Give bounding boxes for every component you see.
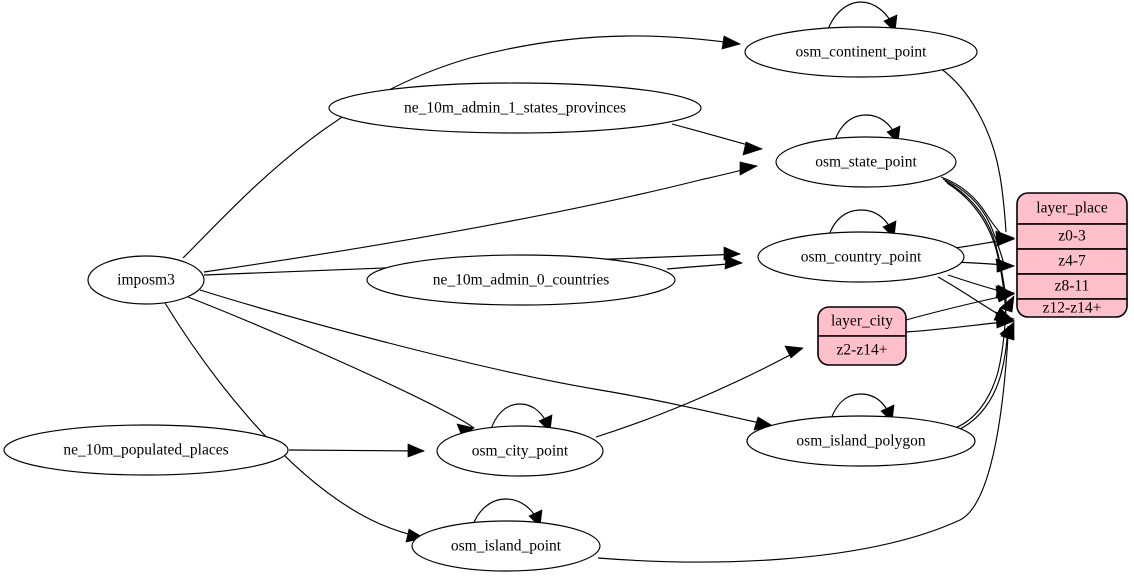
- node-imposm3[interactable]: imposm3: [87, 255, 205, 305]
- node-shape-osm_state_point[interactable]: [775, 136, 957, 188]
- edge-layer_city-to-layer_place_z8_11: [905, 295, 1005, 321]
- arrowhead-ne_states-osm_state_point: [742, 141, 763, 156]
- edge-osm_island_polygon-to-layer_place_z12_z14: [957, 325, 1009, 431]
- record-label-layer_place-z8_11: z8-11: [1055, 278, 1090, 295]
- node-shape-ne_10m_populated_places[interactable]: [3, 424, 289, 476]
- arrowhead-osm_island_point-z12_z14: [1000, 323, 1015, 341]
- edge-osm_island_point-to-layer_place_z12_z14: [597, 335, 1009, 563]
- edge-imposm3-to-osm_city_point: [187, 296, 475, 429]
- node-osm_island_point[interactable]: osm_island_point: [411, 520, 601, 572]
- edge-osm_city_point-to-layer_city_z2_z14: [595, 354, 791, 438]
- record-row-layer_city-z2_z14[interactable]: [817, 335, 907, 366]
- node-osm_state_point[interactable]: osm_state_point: [775, 136, 957, 188]
- node-shape-ne_10m_admin_0_countries[interactable]: [366, 254, 676, 306]
- record-label-layer_place-z12_z14: z12-z14+: [1043, 300, 1102, 317]
- node-shape-osm_island_point[interactable]: [411, 520, 601, 572]
- selfloop-osm_continent_point: [826, 1, 896, 33]
- node-layer_city[interactable]: layer_city z2-z14+: [817, 306, 907, 366]
- record-label-layer_city-header: layer_city: [831, 313, 893, 330]
- arrowhead-osm_island_polygon-z8_11: [999, 295, 1015, 313]
- node-label-ne_10m_admin_1_states_provinces: ne_10m_admin_1_states_provinces: [404, 100, 626, 117]
- arrowhead-ne_countries-osm_country_point: [724, 255, 743, 270]
- node-layer: osm_continent_point ne_10m_admin_1_state…: [3, 26, 1128, 572]
- node-osm_city_point[interactable]: osm_city_point: [436, 425, 604, 477]
- edge-imposm3-to-osm_island_polygon: [199, 289, 774, 427]
- edge-osm_state_point-to-layer_place_z4_7: [942, 178, 1005, 265]
- node-label-osm_city_point: osm_city_point: [472, 443, 569, 460]
- node-ne_10m_populated_places[interactable]: ne_10m_populated_places: [3, 424, 289, 476]
- selfloop-osm_country_point: [827, 209, 895, 239]
- node-osm_island_polygon[interactable]: osm_island_polygon: [746, 415, 976, 467]
- arrowhead-osm_city_point-layer_city: [784, 345, 804, 359]
- selfloop-osm_island_polygon: [829, 393, 893, 423]
- selfloop-osm_city_point: [489, 403, 551, 433]
- edge-osm_island_polygon-to-layer_place_z8_11: [954, 297, 1007, 429]
- edge-osm_state_point-to-layer_place_z8_11: [944, 180, 1006, 292]
- node-label-ne_10m_populated_places: ne_10m_populated_places: [63, 442, 228, 459]
- edge-layer_city-to-layer_place_z12_z14: [905, 321, 1005, 333]
- node-label-osm_island_point: osm_island_point: [451, 538, 562, 555]
- record-label-layer_place-z4_7: z4-7: [1058, 253, 1086, 270]
- edge-osm_country_point-to-layer_place_z8_11: [947, 274, 1005, 293]
- edge-osm_country_point-to-layer_place_z12_z14: [937, 276, 999, 315]
- record-label-layer_city-z2_z14: z2-z14+: [837, 342, 888, 359]
- node-label-osm_continent_point: osm_continent_point: [796, 44, 928, 61]
- edge-osm_continent_point-to-layer_place_z0_3: [939, 67, 1007, 233]
- node-shape-osm_city_point[interactable]: [436, 425, 604, 477]
- record-row-layer_place-z8_11[interactable]: [1016, 273, 1128, 300]
- record-row-layer_city-header[interactable]: [817, 306, 907, 337]
- edge-osm_state_point-to-layer_place_z0_3: [940, 176, 1006, 239]
- record-row-layer_place-z4_7[interactable]: [1016, 248, 1128, 275]
- edge-imposm3-to-osm_island_point: [164, 302, 425, 539]
- node-label-ne_10m_admin_0_countries: ne_10m_admin_0_countries: [433, 272, 610, 289]
- record-row-layer_place-z12_z14[interactable]: [1016, 298, 1128, 318]
- node-label-osm_island_polygon: osm_island_polygon: [796, 433, 925, 450]
- record-label-layer_place-z0_3: z0-3: [1058, 228, 1086, 245]
- edge-layer: [164, 1, 1016, 563]
- node-ne_10m_admin_0_countries[interactable]: ne_10m_admin_0_countries: [366, 254, 676, 306]
- node-osm_continent_point[interactable]: osm_continent_point: [744, 26, 978, 78]
- arrowhead-osm_country_point-z0_3: [995, 232, 1016, 247]
- arrowhead-ne_populated-osm_city_point: [407, 443, 425, 458]
- node-label-osm_state_point: osm_state_point: [815, 154, 917, 171]
- edge-ne_populated-to-osm_city_point: [288, 449, 425, 452]
- edge-imposm3-to-osm_continent_point: [182, 35, 741, 259]
- node-label-imposm3: imposm3: [117, 272, 175, 289]
- node-shape-osm_continent_point[interactable]: [744, 26, 978, 78]
- node-osm_country_point[interactable]: osm_country_point: [757, 231, 965, 283]
- selfloop-osm_island_point: [471, 498, 541, 528]
- record-label-layer_place-header: layer_place: [1036, 200, 1108, 217]
- node-shape-osm_country_point[interactable]: [757, 231, 965, 283]
- node-layer_place[interactable]: layer_place z0-3 z4-7 z8-11 z12-z14+: [1016, 192, 1128, 318]
- node-ne_10m_admin_1_states_provinces[interactable]: ne_10m_admin_1_states_provinces: [328, 82, 702, 134]
- selfloop-osm_state_point: [833, 114, 899, 144]
- arrowhead-imposm3-osm_continent_point: [721, 35, 741, 50]
- node-shape-imposm3[interactable]: [87, 255, 205, 305]
- edge-imposm3-to-osm_state_point: [203, 165, 758, 273]
- node-shape-ne_10m_admin_1_states_provinces[interactable]: [328, 82, 702, 134]
- node-label-osm_country_point: osm_country_point: [801, 249, 922, 266]
- record-row-layer_place-header[interactable]: [1016, 192, 1128, 225]
- arrowhead-osm_country_point-z4_7: [996, 258, 1015, 273]
- node-shape-osm_island_polygon[interactable]: [746, 415, 976, 467]
- arrowhead-imposm3-osm_state_point: [739, 161, 758, 176]
- record-row-layer_place-z0_3[interactable]: [1016, 223, 1128, 250]
